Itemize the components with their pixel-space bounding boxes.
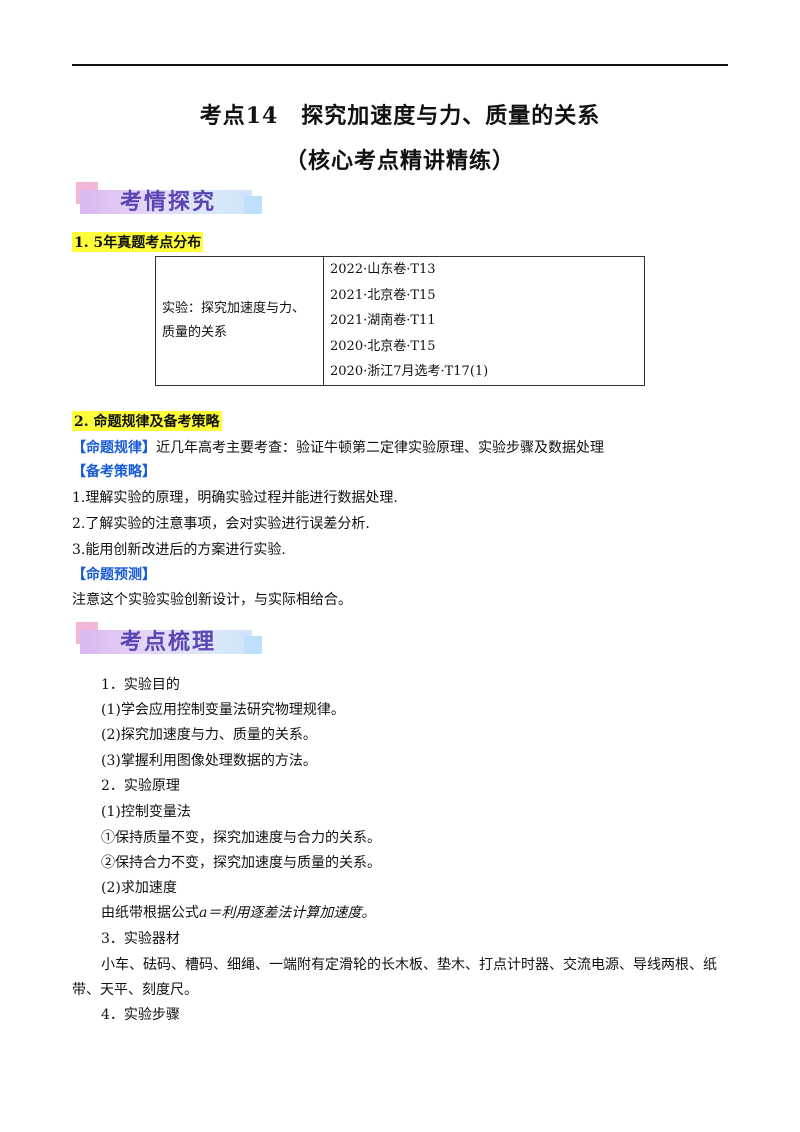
strategy-tag: 【备考策略】 xyxy=(72,464,156,480)
banner-bar xyxy=(80,190,252,214)
paragraph-formula: 由纸带根据公式a＝利用逐差法计算加速度。 xyxy=(101,902,375,922)
table-year-item: 2020·浙江7月选考·T17(1) xyxy=(330,364,489,379)
header-rule xyxy=(72,64,728,66)
paragraph: ①保持质量不变，探究加速度与合力的关系。 xyxy=(101,830,381,846)
strategy-item: 3.能用创新改进后的方案进行实验. xyxy=(72,542,286,558)
subheading-exam-distribution: 1. 5年真题考点分布 xyxy=(72,232,204,252)
rule-paragraph: 【命题规律】近几年高考主要考查：验证牛顿第二定律实验原理、实验步骤及数据处理 xyxy=(72,437,604,457)
paragraph: ②保持合力不变，探究加速度与质量的关系。 xyxy=(101,855,381,871)
section-heading: 1．实验目的 xyxy=(101,677,180,693)
banner-label: 考情探究 xyxy=(120,190,217,215)
formula-text: a＝利用逐差法计算加速度。 xyxy=(199,905,376,921)
paragraph: (1)学会应用控制变量法研究物理规律。 xyxy=(101,702,345,718)
formula-prefix: 由纸带根据公式 xyxy=(101,905,199,921)
section-banner-key-points: 考点梳理 xyxy=(76,620,266,660)
banner-decoration xyxy=(244,636,262,654)
section-heading: 4．实验步骤 xyxy=(101,1007,180,1023)
strategy-item: 2.了解实验的注意事项，会对实验进行误差分析. xyxy=(72,516,370,532)
section-heading: 2．实验原理 xyxy=(101,778,180,794)
paragraph: 带、天平、刻度尺。 xyxy=(72,982,198,998)
table-year-item: 2021·湖南卷·T11 xyxy=(330,313,436,328)
rule-text: 近几年高考主要考查：验证牛顿第二定律实验原理、实验步骤及数据处理 xyxy=(156,440,604,456)
section-banner-exam-analysis: 考情探究 xyxy=(76,180,266,220)
strategy-item: 1.理解实验的原理，明确实验过程并能进行数据处理. xyxy=(72,490,398,506)
paragraph: (3)掌握利用图像处理数据的方法。 xyxy=(101,753,317,769)
page-subtitle: （核心考点精讲精练） xyxy=(284,148,515,174)
section-heading: 3．实验器材 xyxy=(101,931,180,947)
rule-tag: 【命题规律】 xyxy=(72,440,156,456)
table-year-item: 2020·北京卷·T15 xyxy=(330,338,436,354)
banner-bar xyxy=(80,630,252,654)
predict-text: 注意这个实验实验创新设计，与实际相给合。 xyxy=(72,592,352,608)
table-years-cell: 2022·山东卷·T13 2021·北京卷·T15 2021·湖南卷·T11 2… xyxy=(323,256,645,386)
table-year-item: 2021·北京卷·T15 xyxy=(330,287,436,303)
paragraph: (2)探究加速度与力、质量的关系。 xyxy=(101,727,317,743)
predict-tag: 【命题预测】 xyxy=(72,567,156,583)
paragraph: 小车、砝码、槽码、细绳、一端附有定滑轮的长木板、垫木、打点计时器、交流电源、导线… xyxy=(101,957,717,973)
page-title: 考点14 探究加速度与力、质量的关系 xyxy=(199,103,601,129)
exam-distribution-table: 实验：探究加速度与力、质量的关系 2022·山东卷·T13 2021·北京卷·T… xyxy=(155,256,645,386)
subheading-rules-strategy: 2. 命题规律及备考策略 xyxy=(72,411,222,431)
table-year-item: 2022·山东卷·T13 xyxy=(330,262,436,277)
banner-decoration xyxy=(244,196,262,214)
table-topic-cell: 实验：探究加速度与力、质量的关系 xyxy=(155,256,324,386)
banner-label: 考点梳理 xyxy=(120,630,217,655)
paragraph: (2)求加速度 xyxy=(101,880,177,896)
paragraph: (1)控制变量法 xyxy=(101,804,191,820)
